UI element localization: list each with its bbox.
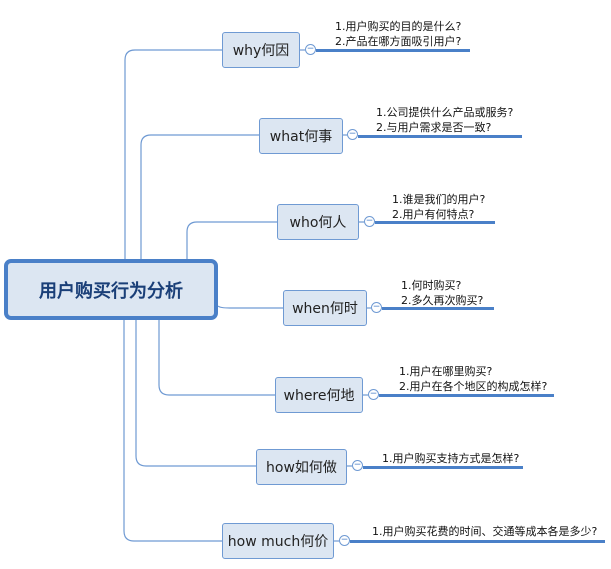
root-topic[interactable]: 用户购买行为分析 [4, 259, 218, 320]
topic-how[interactable]: how如何做 [256, 449, 347, 485]
note-line: 1.公司提供什么产品或服务? [376, 106, 514, 119]
note-underline [379, 394, 554, 397]
note-underline [316, 49, 470, 52]
collapse-toggle-icon[interactable]: − [364, 216, 375, 227]
notes-how: 1.用户购买支持方式是怎样? [382, 451, 519, 466]
notes-when: 1.何时购买? 2.多久再次购买? [401, 278, 483, 308]
note-line: 1.用户购买花费的时间、交通等成本各是多少? [372, 525, 598, 538]
topic-what[interactable]: what何事 [259, 118, 343, 154]
topic-how-label: how如何做 [266, 460, 337, 476]
collapse-toggle-icon[interactable]: − [368, 389, 379, 400]
collapse-toggle-icon[interactable]: − [352, 460, 363, 471]
note-line: 2.产品在哪方面吸引用户? [335, 35, 462, 48]
connector-why [124, 49, 222, 259]
note-underline [382, 307, 494, 310]
note-line: 2.用户在各个地区的构成怎样? [399, 380, 548, 393]
note-line: 2.用户有何特点? [392, 208, 475, 221]
notes-where: 1.用户在哪里购买? 2.用户在各个地区的构成怎样? [399, 364, 547, 394]
collapse-toggle-icon[interactable]: − [347, 129, 358, 140]
note-line: 1.用户在哪里购买? [399, 365, 493, 378]
connector-what [140, 134, 259, 259]
collapse-toggle-icon[interactable]: − [339, 535, 350, 546]
topic-where-label: where何地 [283, 388, 355, 404]
note-line: 1.用户购买的目的是什么? [335, 20, 462, 33]
note-line: 1.何时购买? [401, 279, 462, 292]
collapse-toggle-icon[interactable]: − [305, 44, 316, 55]
note-line: 1.谁是我们的用户? [392, 193, 486, 206]
topic-who-label: who何人 [289, 215, 347, 231]
connector-howmuch [123, 320, 222, 542]
topic-how-much[interactable]: how much何价 [222, 523, 334, 559]
topic-where[interactable]: where何地 [275, 377, 363, 413]
root-topic-label: 用户购买行为分析 [39, 280, 183, 302]
topic-how-much-label: how much何价 [227, 534, 329, 550]
topic-who[interactable]: who何人 [277, 204, 359, 240]
note-line: 2.与用户需求是否一致? [376, 121, 492, 134]
connector-who [186, 221, 277, 259]
topic-when[interactable]: when何时 [283, 290, 367, 326]
notes-how-much: 1.用户购买花费的时间、交通等成本各是多少? [372, 524, 597, 539]
connector-where [158, 320, 275, 396]
connector-when [217, 305, 283, 309]
notes-why: 1.用户购买的目的是什么? 2.产品在哪方面吸引用户? [335, 19, 461, 49]
note-line: 2.多久再次购买? [401, 294, 484, 307]
collapse-toggle-icon[interactable]: − [371, 302, 382, 313]
notes-who: 1.谁是我们的用户? 2.用户有何特点? [392, 192, 485, 222]
topic-when-label: when何时 [292, 301, 358, 317]
notes-what: 1.公司提供什么产品或服务? 2.与用户需求是否一致? [376, 105, 513, 135]
note-underline [375, 221, 495, 224]
topic-why[interactable]: why何因 [222, 32, 300, 68]
note-underline [363, 466, 523, 469]
topic-why-label: why何因 [232, 43, 290, 59]
note-underline [358, 135, 522, 138]
note-line: 1.用户购买支持方式是怎样? [382, 452, 520, 465]
topic-what-label: what何事 [269, 129, 333, 145]
note-underline [350, 540, 605, 543]
connector-how [135, 320, 256, 467]
